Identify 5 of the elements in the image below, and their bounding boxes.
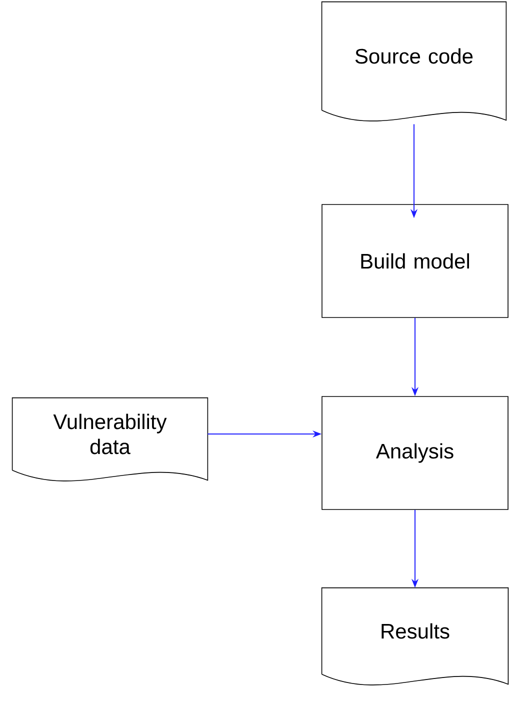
document-shape: Results <box>321 587 509 686</box>
process-box: Build model <box>322 204 508 318</box>
document-shape: Source code <box>321 1 507 122</box>
process-box: Analysis <box>322 396 508 510</box>
document-shape: Vulnerability data <box>12 397 208 482</box>
